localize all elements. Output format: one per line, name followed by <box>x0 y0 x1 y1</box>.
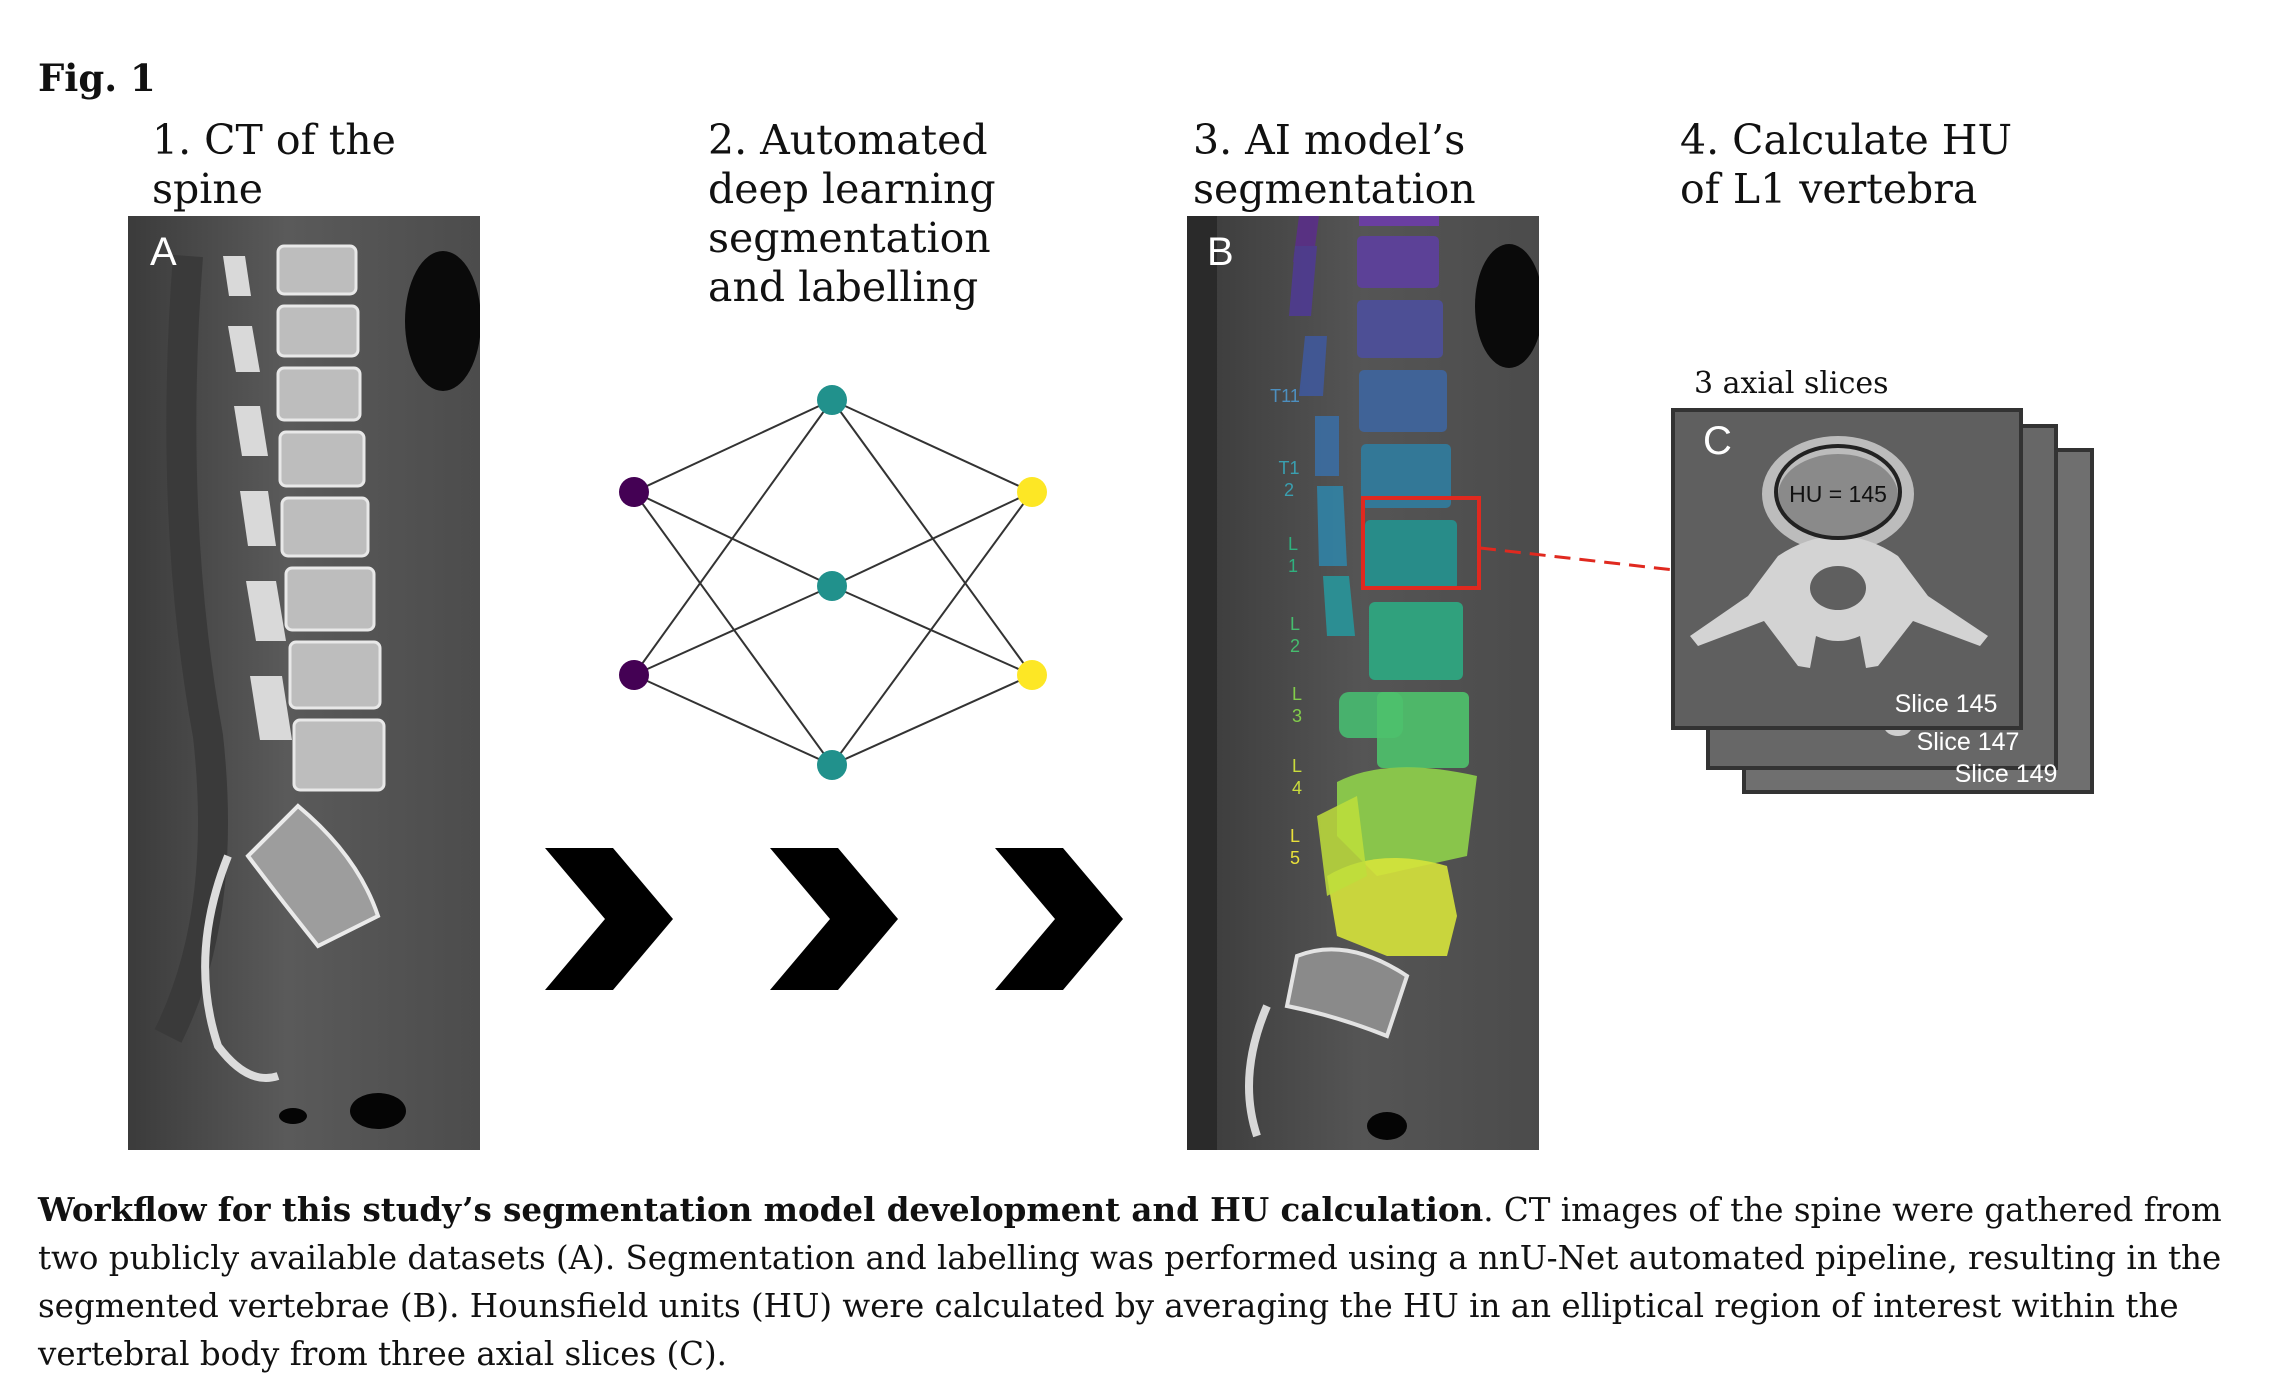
step-2-line-3: segmentation <box>708 214 991 262</box>
figure-caption: Workflow for this study’s segmentation m… <box>38 1186 2258 1378</box>
step-2-line-2: deep learning <box>708 165 996 213</box>
label-t11: T11 <box>1270 386 1300 406</box>
panel-label-c: C <box>1703 419 1732 463</box>
label-l1-b: 1 <box>1288 556 1298 576</box>
label-l3-a: L <box>1292 684 1302 704</box>
label-l2-a: L <box>1290 614 1300 634</box>
label-l4-a: L <box>1292 756 1302 776</box>
panel-label-a: A <box>150 230 177 274</box>
roi-ellipse <box>1774 444 1902 540</box>
l1-highlight-box <box>1361 496 1481 590</box>
input-node-1 <box>619 477 649 507</box>
segmentation-image-b: T11 T1 2 L 1 L 2 L 3 L 4 L 5 <box>1187 216 1539 1150</box>
figure-label: Fig. 1 <box>38 56 156 100</box>
roi-hu-value: HU = 145 <box>1789 481 1887 507</box>
chevron-arrow-icon-3 <box>995 848 1123 990</box>
step-1-title: 1. CT of the spine <box>152 116 396 214</box>
slice-label-145: Slice 145 <box>1895 690 1998 718</box>
axial-slices-stack: HU = 145 C Slice 145 Slice 147 Slice 149 <box>1671 408 2094 794</box>
label-l2-b: 2 <box>1290 636 1300 656</box>
dashed-connector <box>1479 546 1675 572</box>
ct-panel-a: A <box>128 216 480 1150</box>
step-2-title: 2. Automated deep learning segmentation … <box>708 116 996 312</box>
hidden-node-2 <box>817 571 847 601</box>
ct-panel-b: T11 T1 2 L 1 L 2 L 3 L 4 L 5 B <box>1187 216 1539 1150</box>
hidden-node-3 <box>817 750 847 780</box>
input-node-2 <box>619 660 649 690</box>
caption-text: . CT images of the spine were gathered f… <box>38 1191 2222 1373</box>
label-l1-a: L <box>1288 534 1298 554</box>
label-l5-a: L <box>1290 826 1300 846</box>
panel-label-b: B <box>1207 230 1234 274</box>
chevron-arrow-icon-2 <box>770 848 898 990</box>
caption-bold: Workflow for this study’s segmentation m… <box>38 1190 1484 1229</box>
axial-slices-header: 3 axial slices <box>1694 366 1889 401</box>
label-l4-b: 4 <box>1292 778 1302 798</box>
slice-label-149: Slice 149 <box>1955 760 2058 788</box>
step-3-line-1: 3. AI model’s <box>1193 116 1466 164</box>
label-t12-b: 2 <box>1284 480 1294 500</box>
hidden-node-1 <box>817 385 847 415</box>
output-node-2 <box>1017 660 1047 690</box>
step-3-line-2: segmentation <box>1193 165 1476 213</box>
step-3-title: 3. AI model’s segmentation <box>1193 116 1476 214</box>
neural-network-diagram <box>619 385 1047 780</box>
label-l3-b: 3 <box>1292 706 1302 726</box>
ct-sagittal-image-a <box>128 216 480 1150</box>
step-2-line-4: and labelling <box>708 263 979 311</box>
step-1-line-1: 1. CT of the <box>152 116 396 164</box>
slice-label-147: Slice 147 <box>1917 728 2020 756</box>
step-2-line-1: 2. Automated <box>708 116 988 164</box>
label-l5-b: 5 <box>1290 848 1300 868</box>
label-t12-a: T1 <box>1278 458 1299 478</box>
step-4-line-1: 4. Calculate HU <box>1680 116 2013 164</box>
chevron-arrow-icon-1 <box>545 848 673 990</box>
step-1-line-2: spine <box>152 165 264 213</box>
step-4-title: 4. Calculate HU of L1 vertebra <box>1680 116 2012 214</box>
output-node-1 <box>1017 477 1047 507</box>
step-4-line-2: of L1 vertebra <box>1680 165 1978 213</box>
